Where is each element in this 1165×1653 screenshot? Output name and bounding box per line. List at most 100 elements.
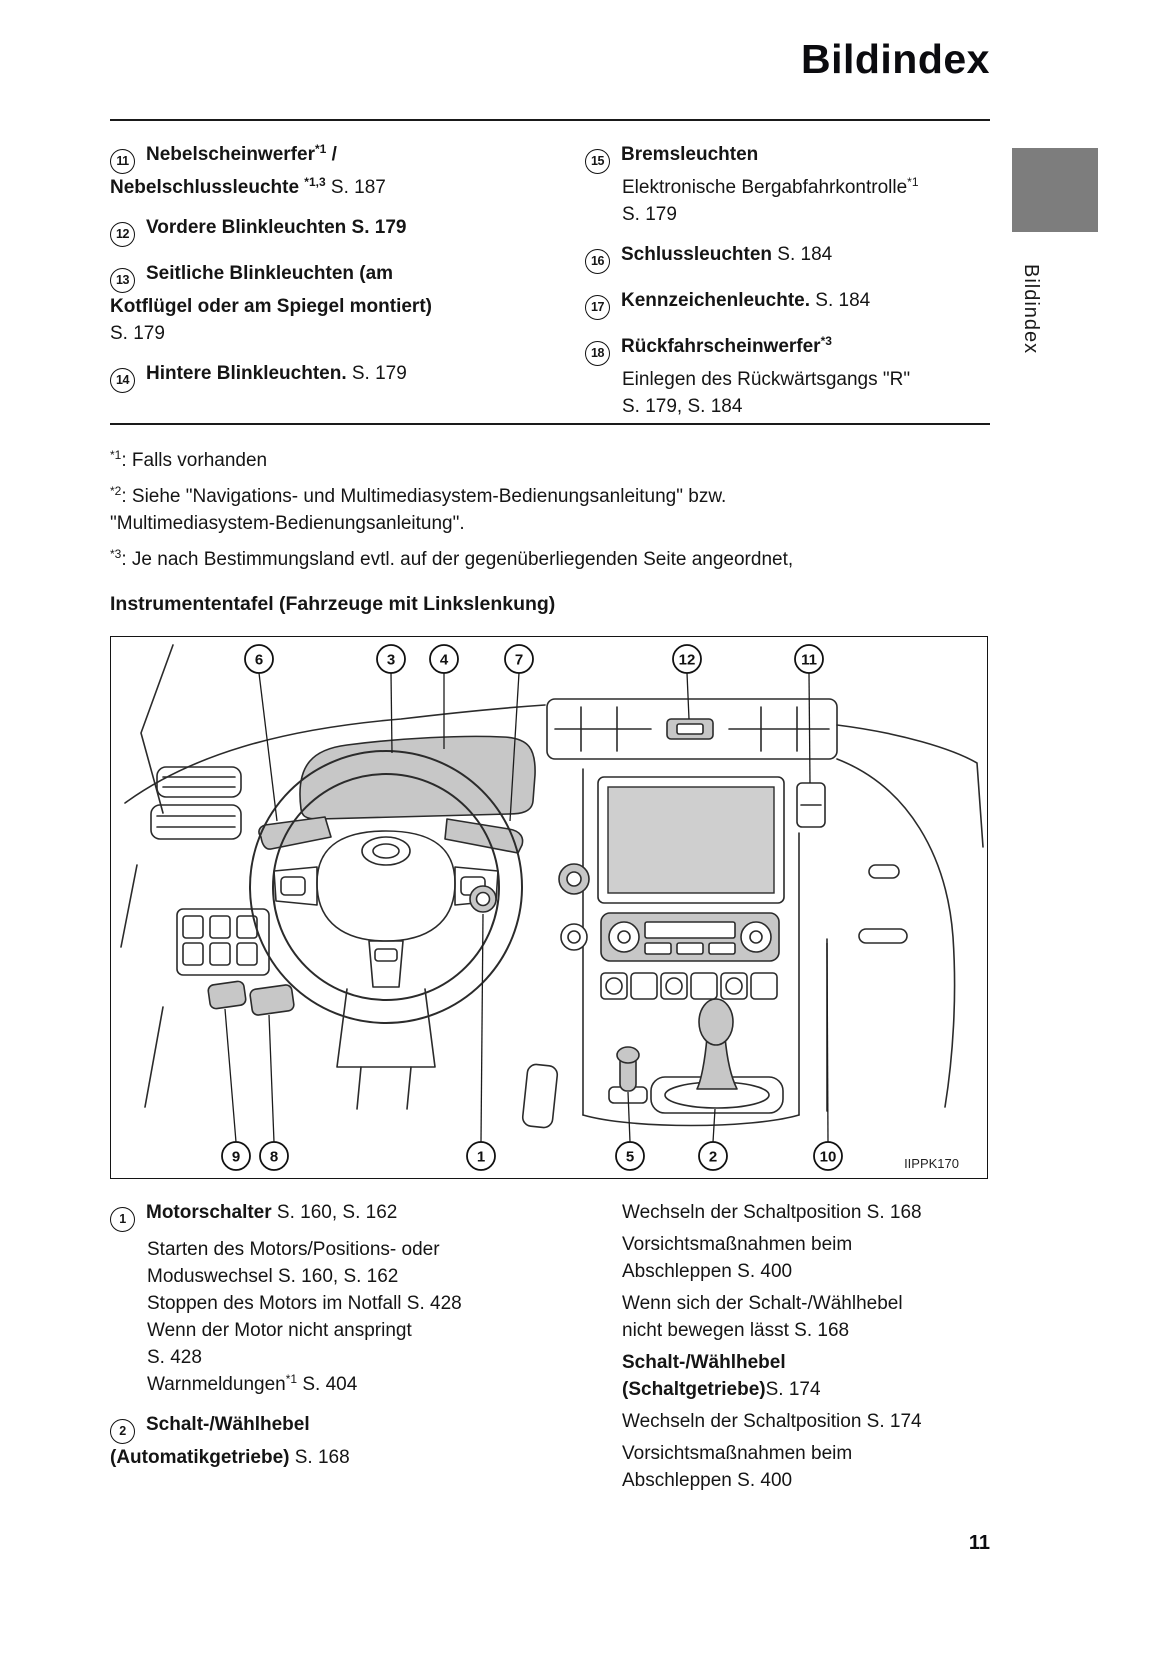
svg-text:12: 12 [679,651,696,668]
callout-badge-3: 3 [376,644,406,674]
item-title: Kotflügel oder am Spiegel montiert) [110,296,432,317]
wiper-stalk [444,818,524,854]
item-title: Rückfahrscheinwerfer [621,336,821,357]
footnote-marker: *1,3 [304,175,326,189]
instrument-panel-figure: 6 3 4 7 12 11 9 8 1 5 2 10 IIPPK170 [110,636,988,1179]
item-title: Schlussleuchten [621,244,772,265]
svg-text:1: 1 [477,1148,485,1165]
item-title: Seitliche Blinkleuchten (am [146,263,394,284]
legend-text: Starten des Motors/Positions- oder [147,1239,440,1260]
callout-badge-4: 4 [429,644,459,674]
item-title: Bremsleuchten [621,144,759,165]
side-air-vent-right [796,782,826,828]
page-ref: S. 179 [110,323,165,344]
page-ref: S. 404 [297,1374,358,1395]
item-text: Elektronische Bergabfahrkontrolle*1 [622,175,919,198]
turn-signal-stalk [258,816,332,850]
center-display [597,776,785,904]
page-ref: S. 160, S. 162 [271,1202,398,1223]
item-title: Motorschalter [146,1202,272,1223]
footnote-3: *3: Je nach Bestimmungsland evtl. auf de… [110,546,994,573]
index-item-16: 16 Schlussleuchten S. 184 [585,241,997,274]
item-title: (Automatikgetriebe) [110,1447,290,1468]
dash-contour [120,644,984,1108]
secondary-lever [608,1046,648,1104]
svg-text:7: 7 [515,651,523,668]
callout-badge-1: 1 [466,1141,496,1171]
page-ref: S. 179, S. 184 [622,396,743,417]
legend-item-1-details: Starten des Motors/Positions- oder Modus… [147,1236,590,1398]
callout-badge-5: 5 [615,1141,645,1171]
page-title: Bildindex [800,36,990,82]
page-ref: S. 179 [346,363,407,384]
item-title: Nebelschlussleuchte [110,177,305,198]
footnote-text: : Siehe "Navigations- und Multimediasyst… [121,486,727,507]
svg-text:2: 2 [709,1148,717,1165]
gear-shifter [650,998,784,1114]
footnote-marker: *3 [820,334,832,348]
switch-panel [176,908,270,976]
engine-start-button [469,885,497,913]
svg-text:9: 9 [232,1148,240,1165]
legend-text: Wechseln der Schaltposition S. 168 [622,1202,922,1223]
item-number-badge: 13 [110,268,135,293]
section-tab-marker [1012,148,1098,232]
callout-badge-8: 8 [259,1141,289,1171]
callout-badge-9: 9 [221,1141,251,1171]
lower-switches [207,980,295,1016]
steering-wheel [249,750,523,1024]
figure-code: IIPPK170 [904,1156,959,1171]
svg-text:3: 3 [387,651,395,668]
legend-text: Wenn der Motor nicht anspringt [147,1320,412,1341]
dashboard-illustration: 6 3 4 7 12 11 9 8 1 5 2 10 IIPPK170 [120,644,984,1171]
footnote-1: *1: Falls vorhanden [110,447,994,474]
index-item-13: 13 Seitliche Blinkleuchten (am Kotflügel … [110,260,510,347]
footnote-marker: *1 [110,448,122,462]
audio-panel [600,912,780,962]
center-air-vents [546,698,838,760]
legend-text: Moduswechsel S. 160, S. 162 [147,1266,399,1287]
footnotes: *1: Falls vorhanden *2: Siehe "Navigatio… [110,447,994,582]
callout-badge-12: 12 [672,644,702,674]
legend-text: Warnmeldungen [147,1374,286,1395]
svg-text:11: 11 [801,651,817,668]
callout-badge-11: 11 [794,644,824,674]
callout-lines [224,672,829,1143]
callout-badge-7: 7 [504,644,534,674]
glovebox [826,758,956,1112]
hazard-switch [666,718,714,740]
item-number-badge: 16 [585,249,610,274]
page-ref: S. 184 [772,244,833,265]
svg-text:8: 8 [270,1148,278,1165]
svg-text:6: 6 [255,651,263,668]
display-knobs [558,863,590,951]
item-title: Nebelscheinwerfer [146,144,315,165]
page-number: 11 [968,1532,990,1554]
footnote-marker: *1 [314,142,327,156]
item-title: Schalt-/Wählhebel [146,1414,310,1435]
footnote-marker: *3 [110,547,122,561]
legend-text: Schalt-/Wählhebel(Schaltgetriebe)S. 174 [622,1352,821,1400]
side-tab-label: Bildindex [1020,264,1042,355]
item-title: / [326,144,337,165]
item-number-badge: 14 [110,368,135,393]
page-ref: S. 179 [622,204,677,225]
climate-buttons [600,972,778,1000]
callout-badge-2: 2 [698,1141,728,1171]
callout-badge-10: 10 [813,1141,843,1171]
item-number-badge: 17 [585,295,610,320]
steering-column [336,988,559,1129]
footnote-text: : Falls vorhanden [121,450,268,471]
